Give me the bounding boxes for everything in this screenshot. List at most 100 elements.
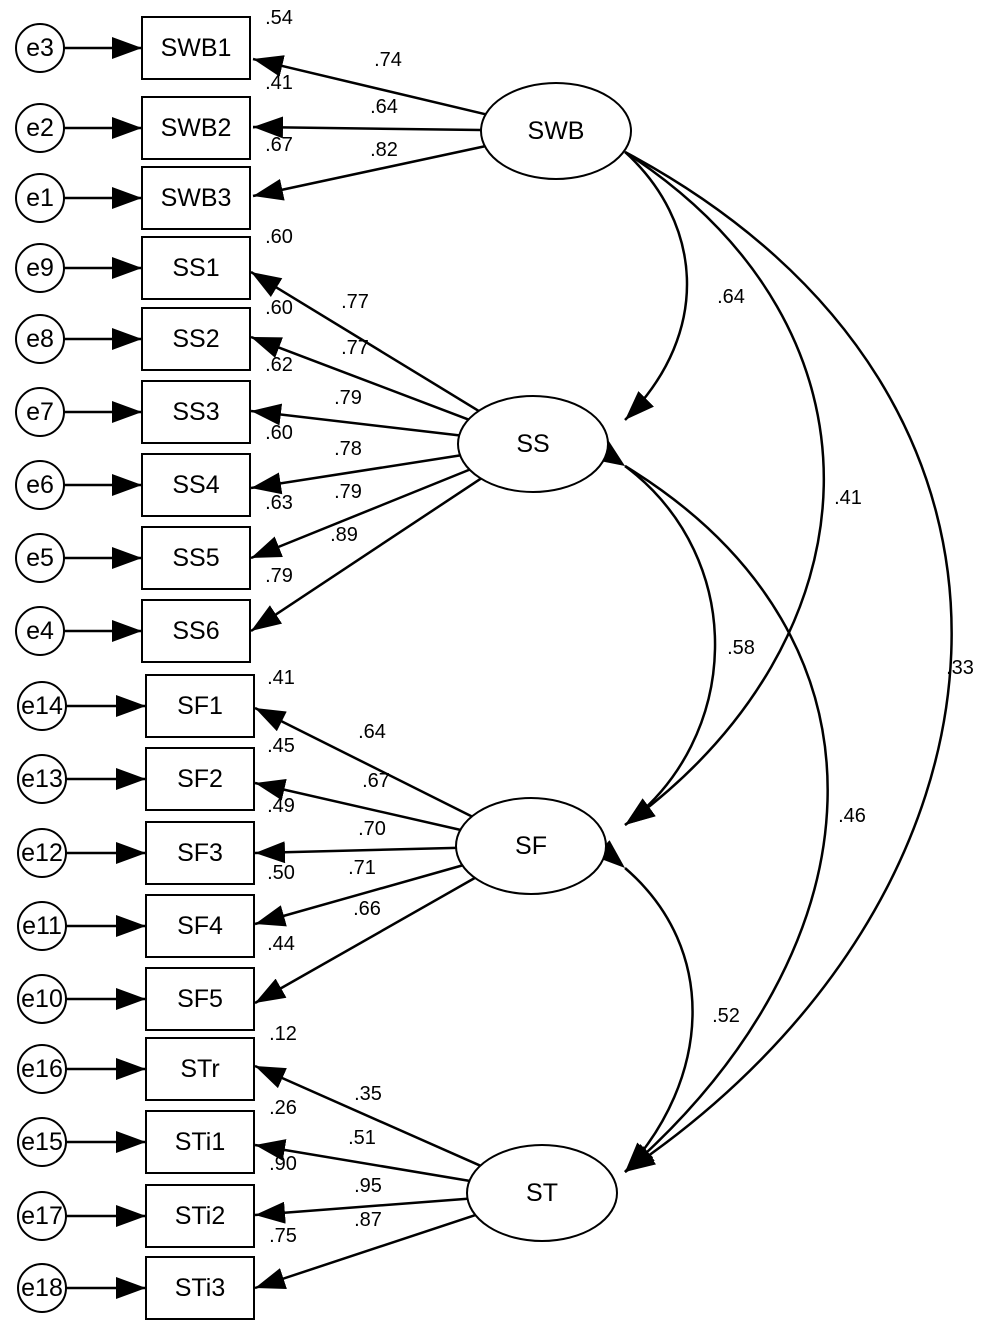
indicator-label-ss4: SS4	[172, 471, 219, 499]
loading-path-sti2	[254, 1197, 468, 1224]
indicator-sf4: SF4	[145, 894, 255, 958]
r-squared-sf3: .49	[267, 795, 295, 817]
indicator-label-sf3: SF3	[177, 839, 223, 867]
indicator-box-ss2	[141, 307, 251, 371]
loading-value-ss2: .77	[341, 337, 369, 359]
indicator-box-sf1	[145, 674, 255, 738]
loading-value-sf3: .70	[358, 818, 386, 840]
indicator-sf5: SF5	[145, 967, 255, 1031]
loading-value-str: .35	[354, 1083, 382, 1105]
latent-label-sf: SF	[515, 832, 547, 860]
error-node-e1: e1	[15, 173, 65, 223]
error-circle-e13	[17, 754, 67, 804]
indicator-box-ss6	[141, 599, 251, 663]
indicator-str: STr	[145, 1037, 255, 1101]
latent-ellipse-ss	[457, 395, 609, 493]
latent-label-ss: SS	[516, 430, 549, 458]
indicator-swb3: SWB3	[141, 166, 251, 230]
error-node-e13: e13	[17, 754, 67, 804]
error-node-e7: e7	[15, 387, 65, 437]
error-node-e17: e17	[17, 1191, 67, 1241]
error-circle-e7	[15, 387, 65, 437]
error-node-e14: e14	[17, 681, 67, 731]
r-squared-str: .12	[269, 1023, 297, 1045]
loading-value-ss1: .77	[341, 291, 369, 313]
indicator-label-ss2: SS2	[172, 325, 219, 353]
loading-value-sti1: .51	[348, 1127, 376, 1149]
error-terms: e3e2e1e9e8e7e6e5e4e14e13e12e11e10e16e15e…	[15, 23, 146, 1313]
loading-value-swb1: .74	[374, 49, 402, 71]
error-circle-e8	[15, 314, 65, 364]
error-label-e15: e15	[21, 1128, 63, 1156]
error-label-e8: e8	[26, 325, 54, 353]
loading-value-swb3: .82	[370, 139, 398, 161]
latent-sf: SF	[455, 797, 607, 895]
error-node-e10: e10	[17, 974, 67, 1024]
indicator-sti1: STi1	[145, 1110, 255, 1174]
indicator-sf1: SF1	[145, 674, 255, 738]
indicator-box-sf2	[145, 747, 255, 811]
error-label-e2: e2	[26, 114, 54, 142]
error-node-e11: e11	[17, 901, 67, 951]
indicator-sf2: SF2	[145, 747, 255, 811]
error-circle-e11	[17, 901, 67, 951]
r-squared-sf2: .45	[267, 735, 295, 757]
error-node-e15: e15	[17, 1117, 67, 1167]
r-squared-ss5: .63	[265, 492, 293, 514]
loading-value-ss6: .89	[330, 524, 358, 546]
error-circle-e14	[17, 681, 67, 731]
error-label-e3: e3	[26, 34, 54, 62]
r-squared-ss3: .62	[265, 354, 293, 376]
error-circle-e9	[15, 243, 65, 293]
indicator-ss5: SS5	[141, 526, 251, 590]
indicator-sf3: SF3	[145, 821, 255, 885]
latent-ellipse-st	[466, 1144, 618, 1242]
indicator-swb2: SWB2	[141, 96, 251, 160]
r-squared-ss4: .60	[265, 422, 293, 444]
indicator-label-ss6: SS6	[172, 617, 219, 645]
error-label-e17: e17	[21, 1202, 63, 1230]
error-node-e9: e9	[15, 243, 65, 293]
error-node-e6: e6	[15, 460, 65, 510]
latent-swb: SWB	[480, 82, 632, 180]
loading-path-sf3	[254, 841, 457, 864]
loading-value-sf2: .67	[362, 770, 390, 792]
correlation-arc-ss-sf	[594, 439, 717, 827]
loading-path-ss4	[250, 454, 461, 495]
indicator-ss4: SS4	[141, 453, 251, 517]
loading-value-sti3: .87	[354, 1209, 382, 1231]
error-label-e16: e16	[21, 1055, 63, 1083]
indicator-box-str	[145, 1037, 255, 1101]
indicator-label-sti1: STi1	[175, 1128, 225, 1156]
indicator-label-sf4: SF4	[177, 912, 223, 940]
error-node-e4: e4	[15, 606, 65, 656]
error-label-e11: e11	[22, 912, 62, 940]
error-label-e14: e14	[21, 692, 63, 720]
error-label-e12: e12	[21, 839, 63, 867]
indicator-label-ss3: SS3	[172, 398, 219, 426]
error-circle-e6	[15, 460, 65, 510]
error-circle-e18	[17, 1263, 67, 1313]
error-circle-e4	[15, 606, 65, 656]
error-circle-e10	[17, 974, 67, 1024]
correlation-value-ss-st: .46	[838, 805, 866, 827]
r-squared-swb1: .54	[265, 7, 293, 29]
error-node-e8: e8	[15, 314, 65, 364]
loading-path-sti3	[254, 1213, 476, 1290]
error-label-e4: e4	[26, 617, 54, 645]
indicator-swb1: SWB1	[141, 16, 251, 80]
error-label-e10: e10	[21, 985, 63, 1013]
r-squared-ss2: .60	[265, 297, 293, 319]
latent-st: ST	[466, 1144, 618, 1242]
indicator-box-swb1	[141, 16, 251, 80]
error-circle-e3	[15, 23, 65, 73]
indicator-label-sti3: STi3	[175, 1274, 225, 1302]
indicator-box-sf3	[145, 821, 255, 885]
indicator-label-ss5: SS5	[172, 544, 219, 572]
indicator-box-sti3	[145, 1256, 255, 1320]
r-squared-ss1: .60	[265, 226, 293, 248]
r-squared-sf4: .50	[267, 862, 295, 884]
loading-path-swb3	[252, 145, 486, 201]
loading-value-sti2: .95	[354, 1175, 382, 1197]
r-squared-swb2: .41	[265, 72, 293, 94]
